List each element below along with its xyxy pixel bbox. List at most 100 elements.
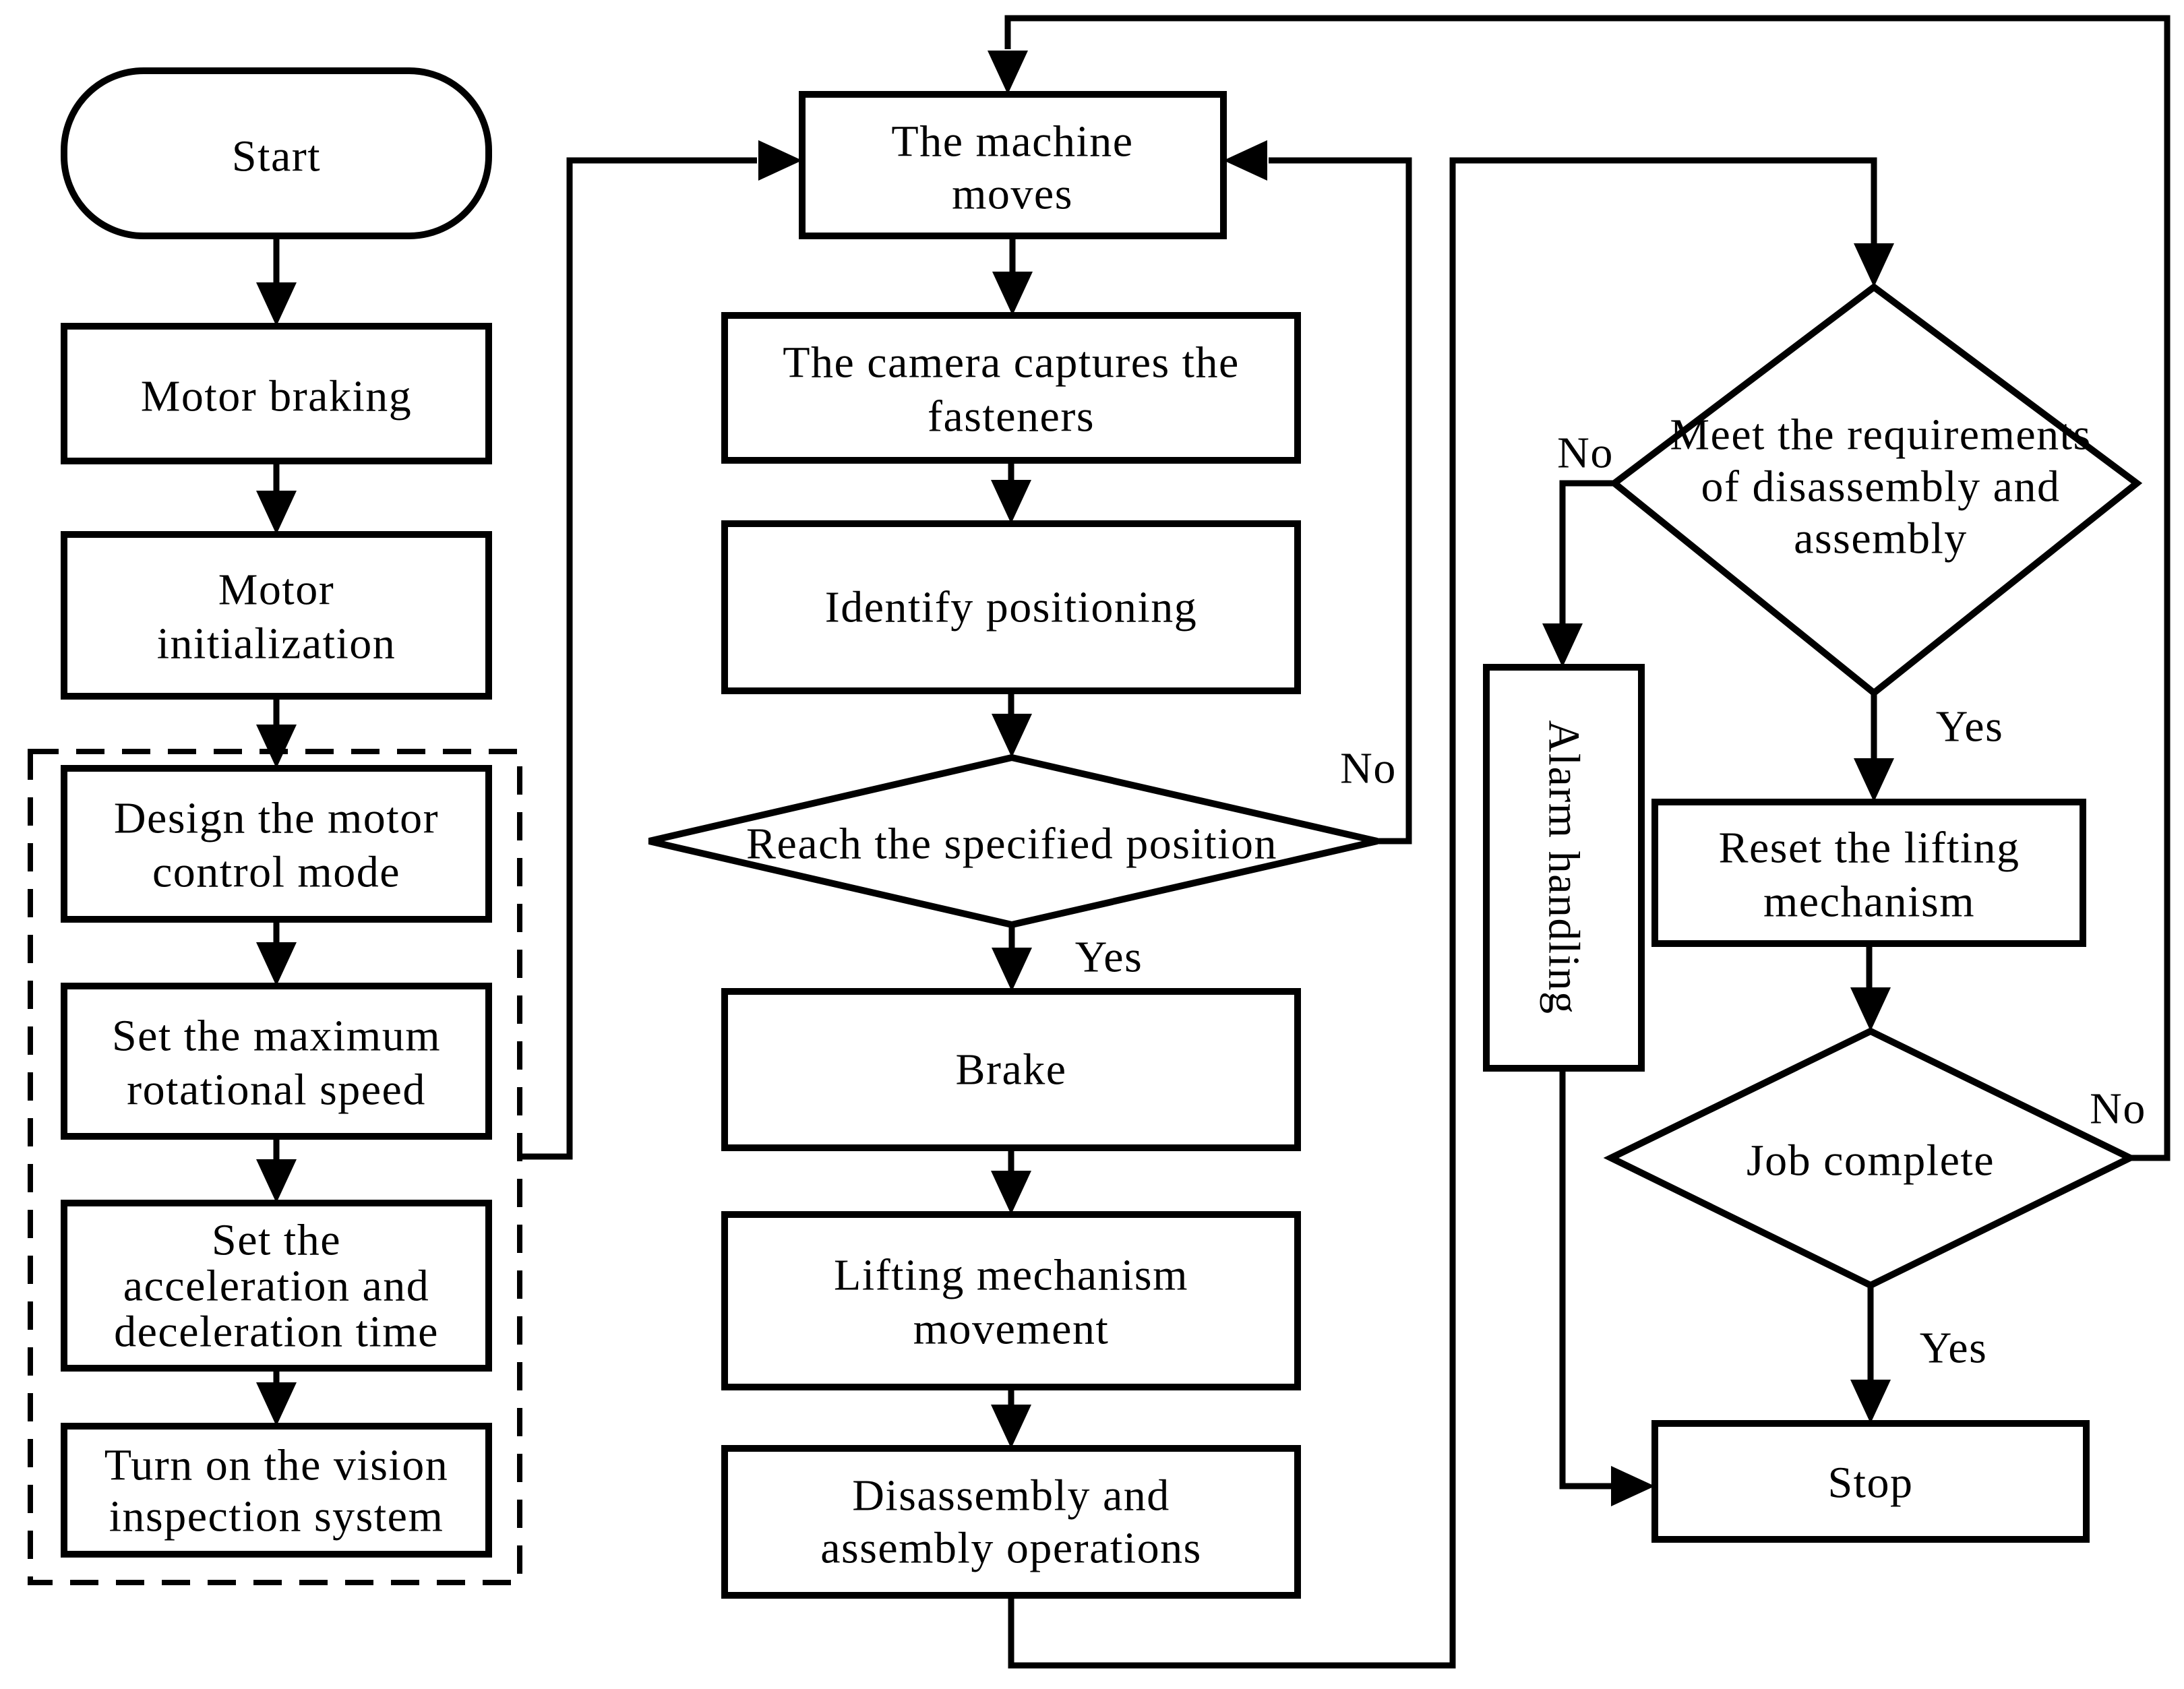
edge-machine-moves-to-camera: [992, 236, 1033, 315]
arrowhead-icon: [256, 942, 297, 986]
edge-set-max-to-set-accel: [256, 1136, 297, 1203]
edge-job-yes-to-stop: [1850, 1285, 1891, 1423]
machine-moves-node: The machine moves: [799, 91, 1227, 239]
arrowhead-icon: [256, 1382, 297, 1426]
edge-lifting-to-disassembly: [991, 1387, 1031, 1448]
reset-lifting-label-line1: Reset the lifting: [1718, 824, 2020, 873]
reset-lifting-node: Reset the lifting mechanism: [1651, 799, 2086, 947]
arrowhead-icon: [256, 282, 297, 326]
arrowhead-icon: [991, 1405, 1031, 1448]
meet-requirements-label-line2: of disassembly and: [1701, 462, 2061, 512]
camera-captures-label-line2: fasteners: [928, 392, 1095, 441]
edge-start-to-motor-braking: [256, 236, 297, 326]
start-node: Start: [61, 67, 492, 239]
motor-braking-node: Motor braking: [61, 323, 492, 464]
meet-requirements-label-line1: Meet the requirements: [1670, 410, 2091, 460]
camera-captures-label-line1: The camera captures the: [783, 338, 1240, 388]
brake-label: Brake: [955, 1045, 1066, 1095]
arrowhead-icon: [256, 725, 297, 768]
disassembly-ops-node: Disassembly and assembly operations: [721, 1445, 1301, 1599]
set-accel-decel-label-line1: Set the: [212, 1216, 341, 1265]
reach-position-label: Reach the specified position: [746, 820, 1277, 869]
edge-reset-to-job-diamond: [1850, 944, 1891, 1031]
reach-yes-branch-label: Yes: [1075, 933, 1143, 982]
alarm-handling-node: Alarm handling: [1483, 664, 1645, 1072]
design-motor-control-label-line2: control mode: [152, 848, 400, 897]
meet-yes-branch-label: Yes: [1936, 702, 2004, 751]
edge-design-to-set-max: [256, 919, 297, 986]
arrowhead-icon: [992, 272, 1033, 315]
stop-node: Stop: [1651, 1420, 2090, 1543]
arrowhead-icon: [1854, 758, 1894, 802]
arrowhead-icon: [992, 948, 1032, 991]
arrowhead-icon: [256, 1159, 297, 1203]
edge-job-complete-no-loop-to-machine-moves: [988, 15, 2171, 1161]
motor-setup-dashed-group: [28, 749, 522, 1585]
turn-on-vision-label-line1: Turn on the vision: [104, 1441, 448, 1490]
arrowhead-icon: [1542, 623, 1583, 667]
machine-moves-label-line1: The machine: [891, 117, 1133, 166]
arrowhead-icon: [256, 491, 297, 534]
arrowhead-icon: [758, 140, 802, 181]
set-max-speed-label-line2: rotational speed: [127, 1066, 426, 1115]
alarm-handling-label: Alarm handling: [1540, 720, 1589, 1014]
motor-braking-label: Motor braking: [141, 372, 413, 421]
stop-label: Stop: [1827, 1458, 1913, 1508]
reach-position-decision: Reach the specified position: [648, 754, 1378, 929]
edge-initialization-to-design: [256, 696, 297, 768]
meet-requirements-label-line3: assembly: [1794, 514, 1968, 563]
edge-meet-yes-to-reset: [1854, 693, 1894, 802]
arrowhead-icon: [1611, 1466, 1655, 1506]
job-complete-label: Job complete: [1747, 1136, 1995, 1186]
edge-reach-yes-to-brake: [992, 925, 1032, 991]
design-motor-control-label-line1: Design the motor: [114, 794, 439, 843]
job-complete-decision: Job complete: [1603, 1027, 2138, 1289]
job-no-branch-label: No: [2090, 1084, 2146, 1134]
edge-identify-to-reach-diamond: [992, 691, 1032, 758]
edge-alarm-to-stop: [1559, 1068, 1655, 1506]
set-max-speed-node: Set the maximum rotational speed: [61, 983, 492, 1140]
edge-disassembly-to-meet-diamond: [1008, 157, 1894, 1669]
arrowhead-icon: [988, 51, 1028, 94]
design-motor-control-node: Design the motor control mode: [61, 765, 492, 923]
brake-node: Brake: [721, 988, 1301, 1151]
edge-dashed-group-to-machine-moves: [520, 140, 802, 1160]
arrowhead-icon: [992, 714, 1032, 758]
meet-no-branch-label: No: [1557, 429, 1614, 478]
arrowhead-icon: [1850, 1380, 1891, 1423]
reach-no-branch-label: No: [1340, 744, 1397, 793]
motor-initialization-label-line2: initialization: [157, 619, 396, 669]
meet-requirements-decision: Meet the requirements of disassembly and…: [1608, 282, 2143, 698]
set-accel-decel-node: Set the acceleration and deceleration ti…: [61, 1200, 492, 1372]
set-max-speed-label-line1: Set the maximum: [112, 1012, 441, 1061]
disassembly-ops-label-line1: Disassembly and: [852, 1471, 1170, 1521]
edge-camera-to-identify: [991, 460, 1031, 524]
machine-moves-label-line2: moves: [952, 170, 1073, 219]
set-accel-decel-label-line2: acceleration and: [123, 1262, 430, 1311]
lifting-movement-label-line1: Lifting mechanism: [834, 1251, 1188, 1300]
arrowhead-icon: [991, 480, 1031, 524]
arrowhead-icon: [1850, 987, 1891, 1031]
lifting-movement-node: Lifting mechanism movement: [721, 1211, 1301, 1390]
start-label: Start: [232, 132, 321, 181]
turn-on-vision-node: Turn on the vision inspection system: [61, 1423, 492, 1558]
edge-set-accel-to-turn-on: [256, 1368, 297, 1426]
job-yes-branch-label: Yes: [1920, 1324, 1988, 1373]
camera-captures-node: The camera captures the fasteners: [721, 312, 1301, 464]
arrowhead-icon: [1854, 243, 1894, 287]
edge-reach-no-to-machine-moves: [1223, 140, 1412, 844]
motor-initialization-label-line1: Motor: [218, 565, 335, 615]
arrowhead-icon: [1223, 140, 1267, 181]
motor-initialization-node: Motor initialization: [61, 531, 492, 700]
turn-on-vision-label-line2: inspection system: [109, 1492, 444, 1541]
edge-brake-to-lifting: [991, 1148, 1031, 1215]
edge-meet-no-to-alarm: [1542, 480, 1614, 667]
arrowhead-icon: [991, 1171, 1031, 1215]
edge-motor-braking-to-initialization: [256, 460, 297, 534]
reset-lifting-label-line2: mechanism: [1763, 878, 1975, 927]
lifting-movement-label-line2: movement: [913, 1305, 1110, 1354]
identify-positioning-label: Identify positioning: [825, 583, 1197, 632]
identify-positioning-node: Identify positioning: [721, 520, 1301, 694]
